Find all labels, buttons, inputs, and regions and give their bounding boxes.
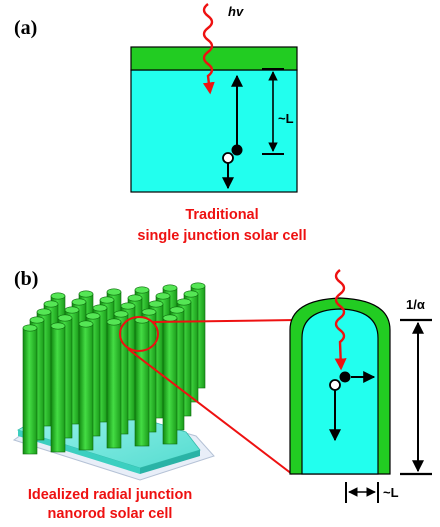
nanorod: [78, 320, 94, 451]
zoom-line-bottom: [127, 348, 293, 475]
substrate-front-edge: [18, 430, 140, 474]
caption-a-line1: Traditional: [185, 207, 258, 223]
nanorod-cap: [50, 292, 66, 300]
photon-wave-b: [334, 269, 347, 371]
nanorod: [22, 324, 38, 455]
nanorod-cap: [57, 314, 73, 322]
nanorod-array: [12, 282, 215, 481]
nanorod-cap: [113, 310, 129, 318]
caption-b-line1: Idealized radial junction: [28, 487, 192, 503]
nanorod: [106, 318, 122, 449]
nanorod-cap: [141, 308, 157, 316]
nanorod-body: [134, 319, 150, 447]
highlight-circle: [119, 316, 159, 352]
nanorod: [134, 316, 150, 447]
substrate-side-edge: [140, 450, 200, 474]
nanorod-cap: [78, 320, 94, 328]
nanorod-cap: [92, 304, 108, 312]
nanorod-cap: [155, 292, 171, 300]
radial-length-label: ~L: [383, 485, 399, 500]
photon-label-a: hv: [228, 4, 244, 19]
nanorod-cap: [176, 298, 192, 306]
length-label-a: ~L: [278, 111, 294, 126]
nanorod-cap: [120, 302, 136, 310]
nanorod-cap: [106, 318, 122, 326]
hole-dot-a: [222, 152, 234, 164]
nanorod-cap: [29, 316, 45, 324]
zoom-line-top: [151, 319, 297, 323]
caption-b-line2: nanorod solar cell: [48, 506, 173, 522]
nanorod-cap: [106, 288, 122, 296]
caption-a-line2: single junction solar cell: [137, 228, 306, 244]
nanorod-cap: [127, 294, 143, 302]
nanorod-cap: [64, 306, 80, 314]
nanorod-body: [50, 325, 66, 453]
nanorod: [162, 314, 178, 445]
nanorod-cap: [36, 308, 52, 316]
nanorods: [22, 282, 206, 455]
nanorod-cap: [99, 296, 115, 304]
nanorod-body: [22, 327, 38, 455]
nanorod-cap: [190, 282, 206, 290]
nanorod-cap: [148, 300, 164, 308]
absorption-label: 1/α: [406, 297, 425, 312]
emitter-layer: [130, 46, 298, 71]
nanorod-cap: [78, 290, 94, 298]
nanorod-cap: [85, 312, 101, 320]
electron-dot-b: [339, 371, 351, 383]
rod-core: [301, 308, 379, 475]
nanorod-cap: [162, 314, 178, 322]
nanorod: [50, 322, 66, 453]
nanorod-cap: [162, 284, 178, 292]
bulk-absorber-layer: [130, 69, 298, 193]
nanorod-cap: [50, 322, 66, 330]
nanorod-cap: [71, 298, 87, 306]
nanorod-body: [106, 321, 122, 449]
photon-wave-a: [202, 3, 215, 95]
panel-b-label: (b): [14, 268, 38, 290]
nanorod-cap: [134, 286, 150, 294]
electron-dot-a: [231, 144, 243, 156]
panel-a: (a) hv ~L Traditional single junction so…: [14, 3, 307, 244]
panel-a-label: (a): [14, 17, 37, 39]
nanorod-body: [78, 323, 94, 451]
nanorod-cap: [169, 306, 185, 314]
hole-dot-b: [329, 379, 341, 391]
panel-b: (b) 1/α: [12, 268, 432, 522]
nanorod-cap: [43, 300, 59, 308]
nanorod-cap: [22, 324, 38, 332]
nanorod-cap: [183, 290, 199, 298]
